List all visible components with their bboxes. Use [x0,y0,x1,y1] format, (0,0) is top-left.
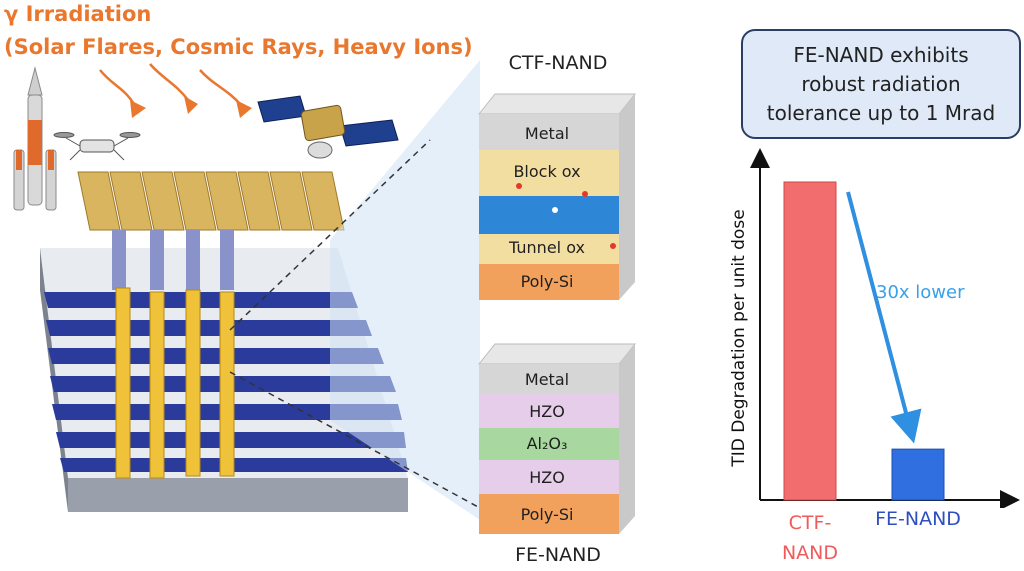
tid-chart-svg: 30x lower TID Degradation per unit dose [729,148,1020,508]
satellite-icon [257,95,399,159]
ctf-layer-tunnel-ox: Tunnel ox [509,238,585,257]
irradiation-sources: (Solar Flares, Cosmic Rays, Heavy Ions) [4,35,473,59]
callout-line-3: tolerance up to 1 Mrad [766,100,996,125]
ctf-layer-block-ox: Block ox [513,162,581,181]
callout-line-1: FE-NAND exhibits [793,42,969,67]
callout-box: FE-NAND exhibits robust radiation tolera… [741,29,1021,139]
irradiation-title: γ Irradiation [4,2,152,26]
ctf-nand-caption: CTF-NAND [508,52,608,74]
ctf-nand-stack: Metal Block ox Tunnel ox Poly-Si [475,86,639,302]
bar-ctf-nand [783,181,837,501]
drone-icon [53,132,141,161]
annotation-30x-lower: 30x lower [876,282,965,303]
ctf-layer-poly-si: Poly-Si [520,272,574,291]
tid-chart: 30x lower TID Degradation per unit dose … [720,148,1020,568]
fe-nand-stack: Metal HZO Al₂O₃ HZO Poly-Si [475,340,639,540]
x-tick-ctf-nand: CTF-NAND [781,512,839,564]
rocket-icon [13,66,57,211]
fe-layer-hzo-top: HZO [529,402,565,421]
fe-layer-poly-si: Poly-Si [520,505,574,524]
fe-layer-metal: Metal [524,370,570,389]
ctf-layer-metal: Metal [524,124,570,143]
fe-layer-al2o3: Al₂O₃ [526,434,568,453]
fe-nand-caption: FE-NAND [515,544,601,566]
y-axis-label: TID Degradation per unit dose [729,209,749,467]
channel-pillars [112,230,235,479]
irradiation-arrows [99,63,241,105]
reduction-arrow [846,191,922,444]
bar-fe-nand [891,448,945,501]
fe-layer-hzo-bottom: HZO [529,468,565,487]
callout-line-2: robust radiation [801,71,961,96]
nand-array-illustration [13,60,480,520]
x-tick-fe-nand: FE-NAND [875,508,961,530]
bitline-fins [77,171,345,231]
